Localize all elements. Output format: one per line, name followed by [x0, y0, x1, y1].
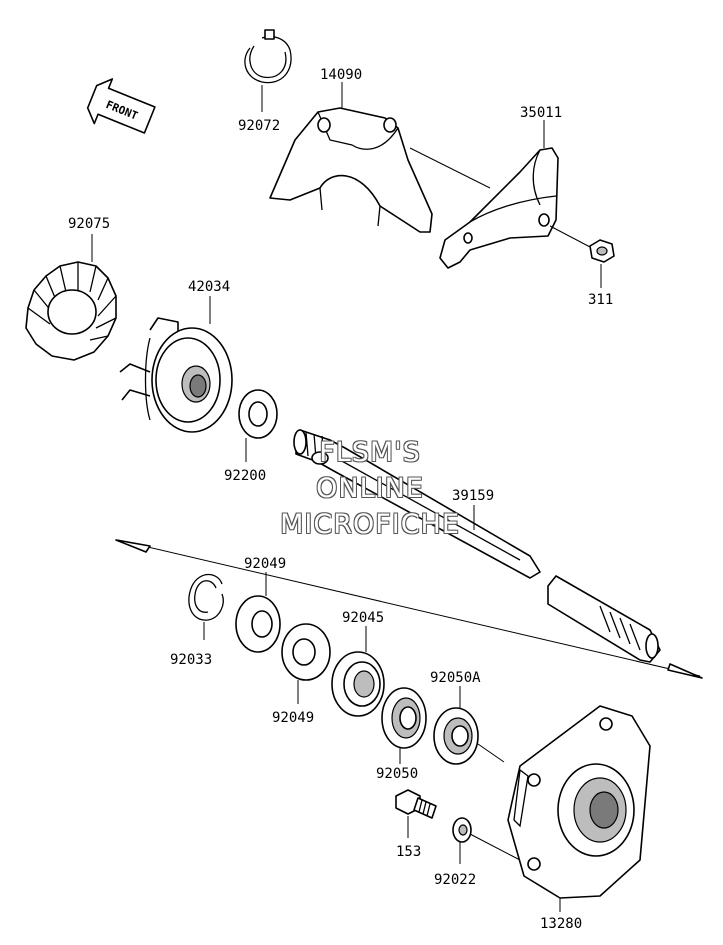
leader-line — [409, 147, 491, 189]
bearing-92045 — [331, 626, 385, 717]
damper-92075 — [25, 234, 117, 361]
part-92045-label: 92045 — [342, 610, 384, 626]
front-arrow-icon: FRONT — [86, 78, 156, 134]
nut-311 — [549, 225, 615, 288]
part-311-label: 311 — [588, 292, 613, 308]
axis-arrow-left-icon — [115, 539, 151, 553]
part-92033-label: 92033 — [170, 652, 212, 668]
part-92050-label: 92050 — [376, 766, 418, 782]
axis-line — [117, 539, 701, 677]
part-13280-label: 13280 — [540, 916, 582, 932]
cover-14090 — [269, 82, 433, 233]
bolt-153 — [395, 789, 437, 838]
part-92050A-label: 92050A — [430, 670, 481, 686]
part-92022-label: 92022 — [434, 872, 476, 888]
coupling-42034 — [119, 296, 233, 433]
seal-92050A — [433, 686, 505, 765]
part-92075-label: 92075 — [68, 216, 110, 232]
washer-92200 — [238, 389, 278, 462]
part-42034-label: 42034 — [188, 279, 230, 295]
spacer-92049-a — [235, 572, 281, 653]
part-92200-label: 92200 — [224, 468, 266, 484]
seal-92050 — [381, 687, 427, 764]
part-14090-label: 14090 — [320, 67, 362, 83]
driveshaft-39159 — [293, 429, 661, 663]
bracket-35011 — [439, 120, 559, 269]
part-39159-label: 39159 — [452, 488, 494, 504]
part-153-label: 153 — [396, 844, 421, 860]
part-92049-top-label: 92049 — [244, 556, 286, 572]
part-92072-label: 92072 — [238, 118, 280, 134]
clip-92072 — [244, 29, 292, 112]
part-35011-label: 35011 — [520, 105, 562, 121]
circlip-92033 — [188, 573, 224, 640]
spacer-92049-b — [281, 623, 331, 704]
part-92049-bottom-label: 92049 — [272, 710, 314, 726]
axis-arrow-right-icon — [667, 663, 703, 679]
housing-13280 — [507, 705, 651, 912]
washer-92022 — [452, 817, 521, 864]
